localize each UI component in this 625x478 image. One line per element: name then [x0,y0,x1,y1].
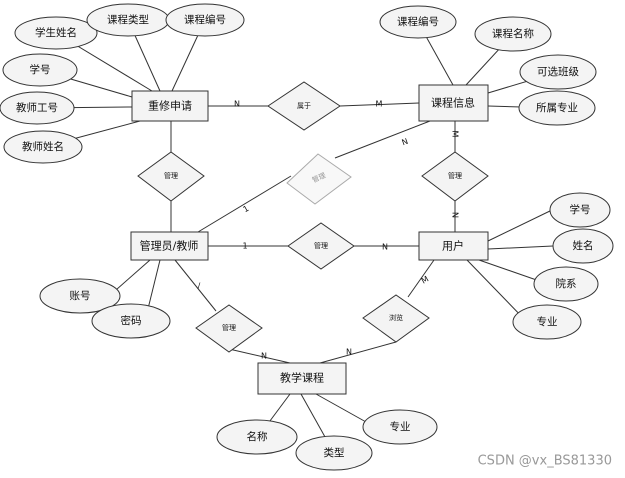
attr-label: 学号 [30,63,51,76]
attr-label: 课程名称 [492,27,534,40]
attr-user-major: 专业 [512,304,582,340]
relationship-manage-user: 管理 [287,222,355,270]
relationship-label: 属于 [297,102,311,110]
attr-user-name: 姓名 [552,228,614,264]
entity-label: 管理员/教师 [140,239,199,253]
cardinality-label: 1 [242,204,251,214]
cardinality-label: N [451,212,460,218]
attr-retake-teacher-name: 教师姓名 [3,130,83,164]
relationship-manage-info: 管理 [286,153,352,205]
attr-label: 密码 [121,314,142,327]
relationship-browse: 浏览 [362,294,430,343]
relationship-manage-retake: 管理 [137,151,205,202]
cardinality-labels: N M 1 N M N 1 N / N N M [198,100,460,361]
attr-retake-course-type: 课程类型 [86,3,170,37]
attr-user-student-id: 学号 [549,192,611,228]
watermark: CSDN @vx_BS81330 [478,454,612,469]
cardinality-label: / [198,282,201,291]
attr-label: 姓名 [573,239,594,252]
attr-retake-student-id: 学号 [2,53,78,87]
attr-course-type: 类型 [295,435,373,471]
entity-label: 重修申请 [148,99,192,113]
relationship-belongs-to: 属于 [267,81,341,131]
attr-label: 课程编号 [397,15,439,28]
entity-retake-request: 重修申请 [131,90,209,122]
cardinality-label: N [261,352,267,361]
attr-info-major: 所属专业 [518,90,596,126]
attr-label: 学号 [570,203,591,216]
relationship-label: 管理 [314,241,328,250]
entity-label: 教学课程 [280,371,324,385]
attr-info-course-no: 课程编号 [379,5,457,39]
cardinality-label: N [382,243,388,252]
relationship-label: 管理 [448,171,462,180]
cardinality-label: M [420,274,431,285]
relationship-label: 管理 [222,323,236,332]
attr-label: 教师工号 [16,101,58,114]
attr-course-major: 专业 [362,409,438,445]
attr-admin-account: 账号 [39,278,121,314]
attr-label: 教师姓名 [22,140,64,153]
attr-retake-teacher-id: 教师工号 [0,91,75,125]
attr-retake-course-no: 课程编号 [165,3,245,37]
attr-label: 课程类型 [107,13,149,26]
attr-course-name: 名称 [216,419,298,455]
relationship-manage-info-user: 管理 [421,151,489,202]
attr-label: 专业 [390,420,411,433]
attr-label: 类型 [324,446,345,459]
attr-admin-password: 密码 [91,303,171,339]
relationship-label: 浏览 [389,313,403,322]
entity-label: 课程信息 [431,96,475,110]
attr-label: 名称 [247,430,268,443]
cardinality-label: N [234,100,240,109]
entity-user: 用户 [418,231,489,261]
relationship-manage-course: 管理 [195,304,263,353]
attr-label: 院系 [556,277,577,290]
attr-retake-student-name: 学生姓名 [14,16,98,50]
cardinality-label: N [401,137,410,148]
attr-user-department: 院系 [533,266,599,302]
attr-label: 学生姓名 [35,26,77,39]
entity-admin-teacher: 管理员/教师 [130,231,209,261]
attr-label: 账号 [70,290,91,302]
attr-label: 课程编号 [184,13,226,26]
attr-info-course-name: 课程名称 [474,16,552,52]
entity-course-info: 课程信息 [418,84,489,122]
entity-teaching-course: 教学课程 [257,362,347,395]
attr-label: 所属专业 [536,101,578,114]
cardinality-label: M [376,100,383,109]
entity-label: 用户 [442,239,464,253]
cardinality-label: 1 [242,242,247,251]
attr-label: 专业 [537,315,558,328]
cardinality-label: N [346,348,352,357]
cardinality-label: M [451,131,460,138]
relationship-label: 管理 [164,171,178,180]
attr-info-optional-class: 可选班级 [519,54,597,90]
attr-label: 可选班级 [537,65,579,78]
